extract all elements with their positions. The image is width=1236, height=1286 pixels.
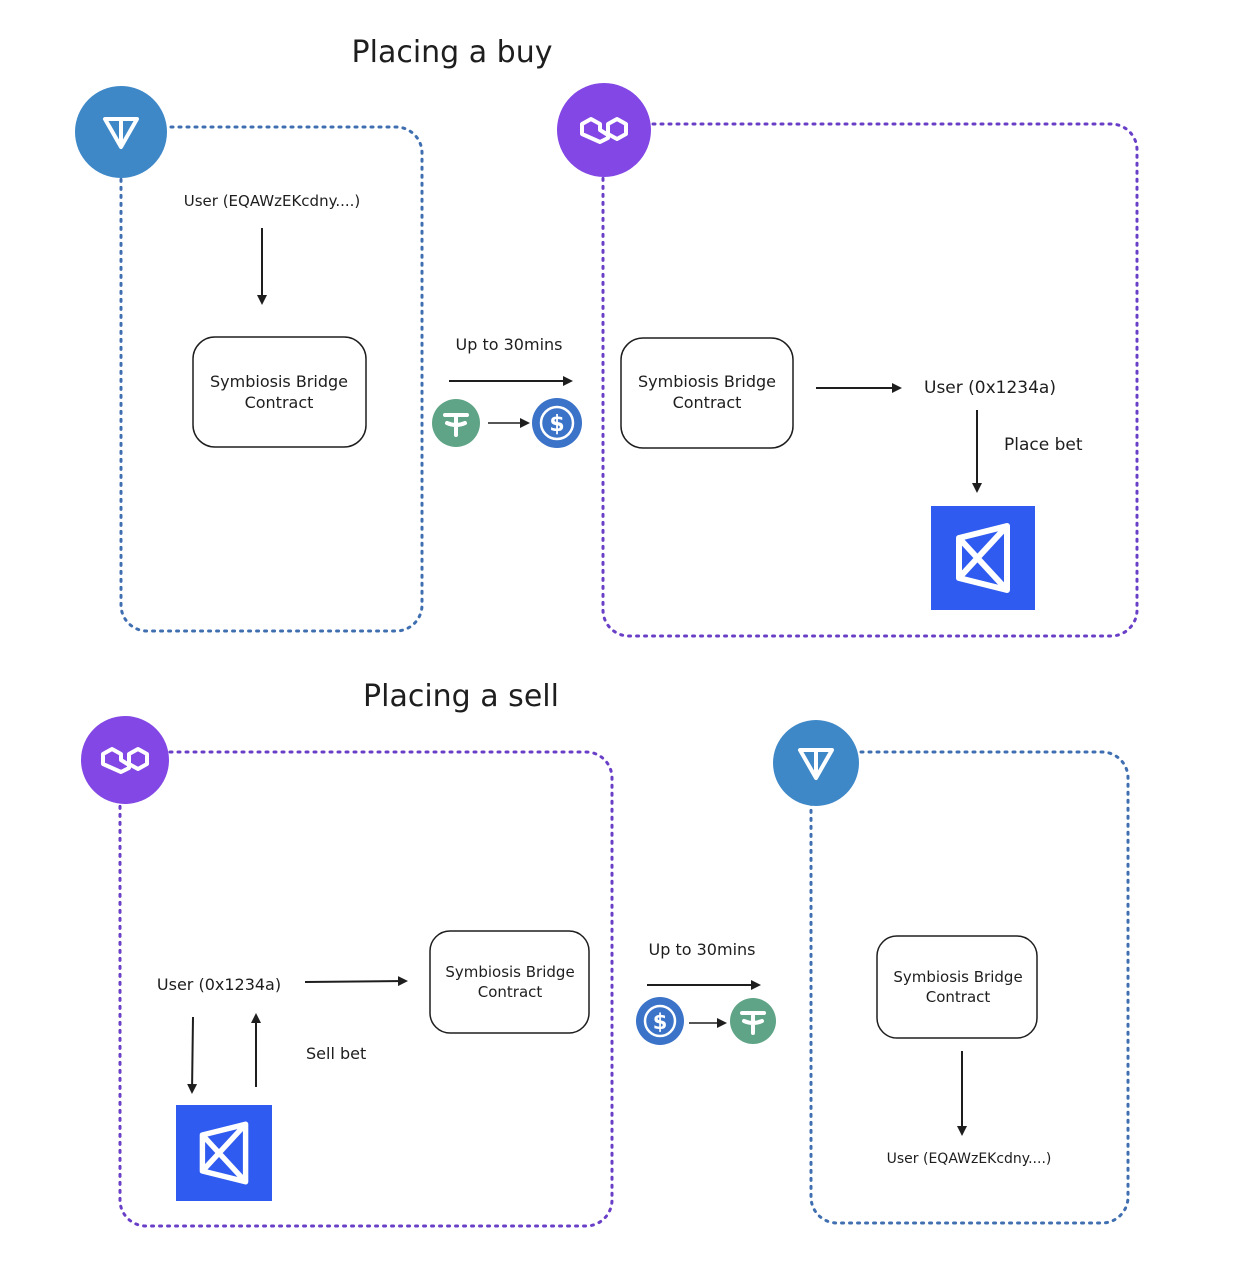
contract-label-line2: Contract (673, 393, 742, 412)
polygon-user-label: User (0x1234a) (924, 378, 1056, 398)
buy-title: Placing a buy (352, 35, 553, 70)
symbiosis-contract-box: Symbiosis Bridge Contract (876, 935, 1038, 1039)
sell-title: Placing a sell (363, 679, 559, 714)
ton-user-label: User (EQAWzEKcdny....) (184, 192, 361, 210)
contract-label-line2: Contract (478, 983, 543, 1001)
contract-label-line1: Symbiosis Bridge (445, 963, 574, 981)
svg-text:$: $ (549, 412, 564, 437)
contract-label-line1: Symbiosis Bridge (893, 968, 1022, 986)
usdt-icon (432, 399, 480, 447)
usdt-icon (730, 998, 776, 1044)
bridge-time-label: Up to 30mins (456, 335, 563, 354)
usdc-icon: $ (636, 997, 684, 1045)
polygon-icon (81, 716, 169, 804)
usdc-icon: $ (532, 398, 582, 448)
symbiosis-contract-box: Symbiosis Bridge Contract (429, 930, 590, 1034)
contract-label-line2: Contract (926, 988, 991, 1006)
sell-bet-label: Sell bet (306, 1044, 366, 1063)
ton-icon (773, 720, 859, 806)
polygon-icon (557, 83, 651, 177)
user-to-platform-arrow (187, 1016, 198, 1094)
platform-logo-icon (176, 1105, 272, 1201)
polygon-panel (601, 122, 1139, 638)
svg-text:$: $ (653, 1010, 668, 1034)
bridge-time-label: Up to 30mins (649, 940, 756, 959)
contract-label-line1: Symbiosis Bridge (638, 372, 776, 391)
contract-label-line2: Contract (245, 393, 314, 412)
ton-panel (119, 125, 424, 633)
place-bet-label: Place bet (1004, 435, 1083, 455)
symbiosis-contract-box: Symbiosis Bridge Contract (192, 336, 367, 448)
polygon-user-label: User (0x1234a) (157, 975, 281, 994)
symbiosis-contract-box: Symbiosis Bridge Contract (620, 337, 794, 449)
ton-panel (809, 750, 1130, 1225)
ton-icon (75, 86, 167, 178)
contract-label-line1: Symbiosis Bridge (210, 372, 348, 391)
user-to-contract-arrow (304, 976, 408, 987)
polygon-panel (118, 750, 614, 1228)
ton-user-label: User (EQAWzEKcdny....) (887, 1151, 1052, 1167)
platform-logo-icon (931, 506, 1035, 610)
